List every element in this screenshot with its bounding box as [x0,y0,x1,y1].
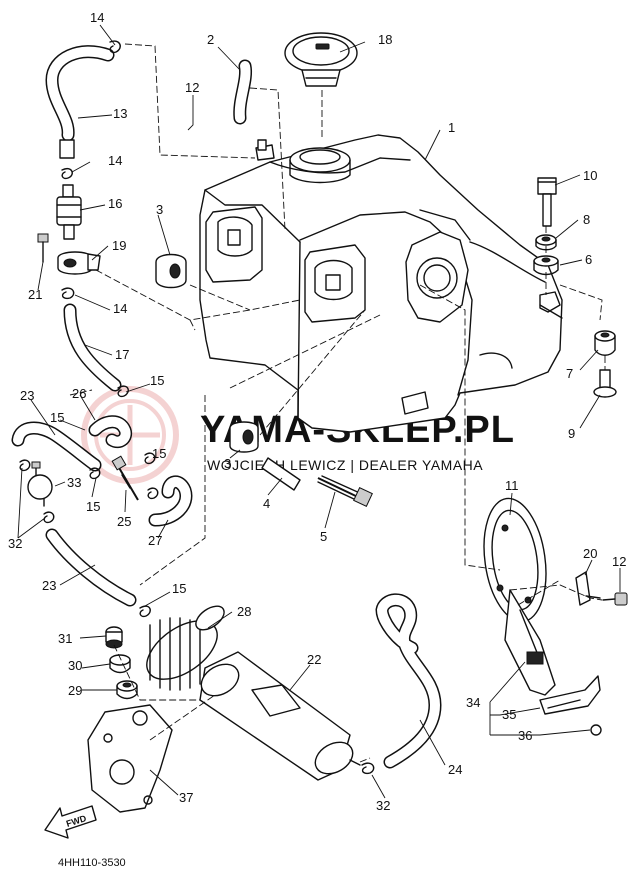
callout-8: 8 [583,212,590,227]
callout-labels: 14 2 18 12 13 1 14 10 16 3 8 19 6 21 14 … [8,10,626,813]
callout-3b: 3 [224,456,231,471]
fuel-tank-part-1 [199,134,563,433]
callout-27: 27 [148,533,162,548]
callout-17: 17 [115,347,129,362]
callout-16: 16 [108,196,122,211]
callout-37: 37 [179,790,193,805]
callout-9: 9 [568,426,575,441]
hose-part-27 [148,475,193,527]
callout-20: 20 [583,546,597,561]
callout-11: 11 [505,478,519,493]
damper-part-3-lower [229,421,259,453]
callout-26: 26 [72,386,86,401]
bolt-part-5 [317,475,373,507]
callout-21: 21 [28,287,42,302]
callout-15a: 15 [150,373,164,388]
hose-part-13 [45,45,115,159]
callout-23a: 23 [20,388,34,403]
callout-15c: 15 [152,446,166,461]
callout-3a: 3 [156,202,163,217]
screw-part-21 [37,233,49,263]
forward-arrow: FWD [44,805,97,839]
callout-10: 10 [583,168,597,183]
clip-part-32b [361,762,375,775]
washer-part-8 [535,234,557,251]
bracket-part-20 [575,571,601,606]
callout-34: 34 [466,695,480,710]
hose-part-24 [375,593,442,769]
fuel-filter-part-16 [56,184,82,240]
watermark-subtitle: WOJCIECH LEWICZ | DEALER YAMAHA [207,457,483,473]
callout-23b: 23 [42,578,56,593]
grommet-part-29 [116,680,138,700]
hose-part-17 [63,303,122,392]
nut-part-30 [109,654,131,674]
callout-6: 6 [585,252,592,267]
callout-14c: 14 [113,301,127,316]
screw-part-12b [602,592,628,606]
callout-31: 31 [58,631,72,646]
callout-7: 7 [566,366,573,381]
callout-12a: 12 [185,80,199,95]
leader-lines [17,24,621,799]
fuel-pump-part-11 [483,497,556,696]
callout-36: 36 [518,728,532,743]
callout-2: 2 [207,32,214,47]
damper-part-3-upper [155,253,187,289]
fuel-pump-body-part-22 [199,651,361,781]
fitting-part-25 [111,455,139,501]
collar-part-4 [261,457,301,491]
clip-part-14b [61,168,73,180]
callout-22: 22 [307,652,321,667]
hose-part-2 [233,59,253,125]
collar-part-9 [593,369,617,398]
clip-part-14c [61,287,75,300]
bracket-part-19 [57,251,101,275]
callout-15b: 15 [50,410,64,425]
diagram-code: 4HH110-3530 [58,857,126,869]
callout-29: 29 [68,683,82,698]
callout-1: 1 [448,120,455,135]
callout-4: 4 [263,496,270,511]
bracket-part-37 [87,704,173,813]
hose-part-23-lower [45,528,137,607]
callout-19: 19 [112,238,126,253]
callout-30: 30 [68,658,82,673]
clip-part-14a [109,40,121,54]
callout-18: 18 [378,32,392,47]
float-arm-part-35 [539,675,601,715]
callout-14a: 14 [90,10,104,25]
clip-part-15a [117,385,129,398]
callout-32a: 32 [8,536,22,551]
screw-part-36 [590,724,602,736]
callout-15d: 15 [86,499,100,514]
callout-5: 5 [320,529,327,544]
clip-part-15f [139,605,151,618]
bolt-part-31 [105,626,123,649]
callout-15e: 15 [172,581,186,596]
assembly-lines [69,43,606,763]
callout-12b: 12 [612,554,626,569]
callout-32b: 32 [376,798,390,813]
callout-24: 24 [448,762,462,777]
bolt-part-10 [537,177,557,227]
grommet-part-7 [594,330,616,356]
valve-part-33 [27,461,53,507]
fuel-cap-part-18 [284,32,358,87]
callout-28: 28 [237,604,251,619]
callout-14b: 14 [108,153,122,168]
callout-13: 13 [113,106,127,121]
callout-25: 25 [117,514,131,529]
callout-35: 35 [502,707,516,722]
callout-33: 33 [67,475,81,490]
hose-part-26 [88,415,133,449]
filter-part-28 [146,605,225,691]
